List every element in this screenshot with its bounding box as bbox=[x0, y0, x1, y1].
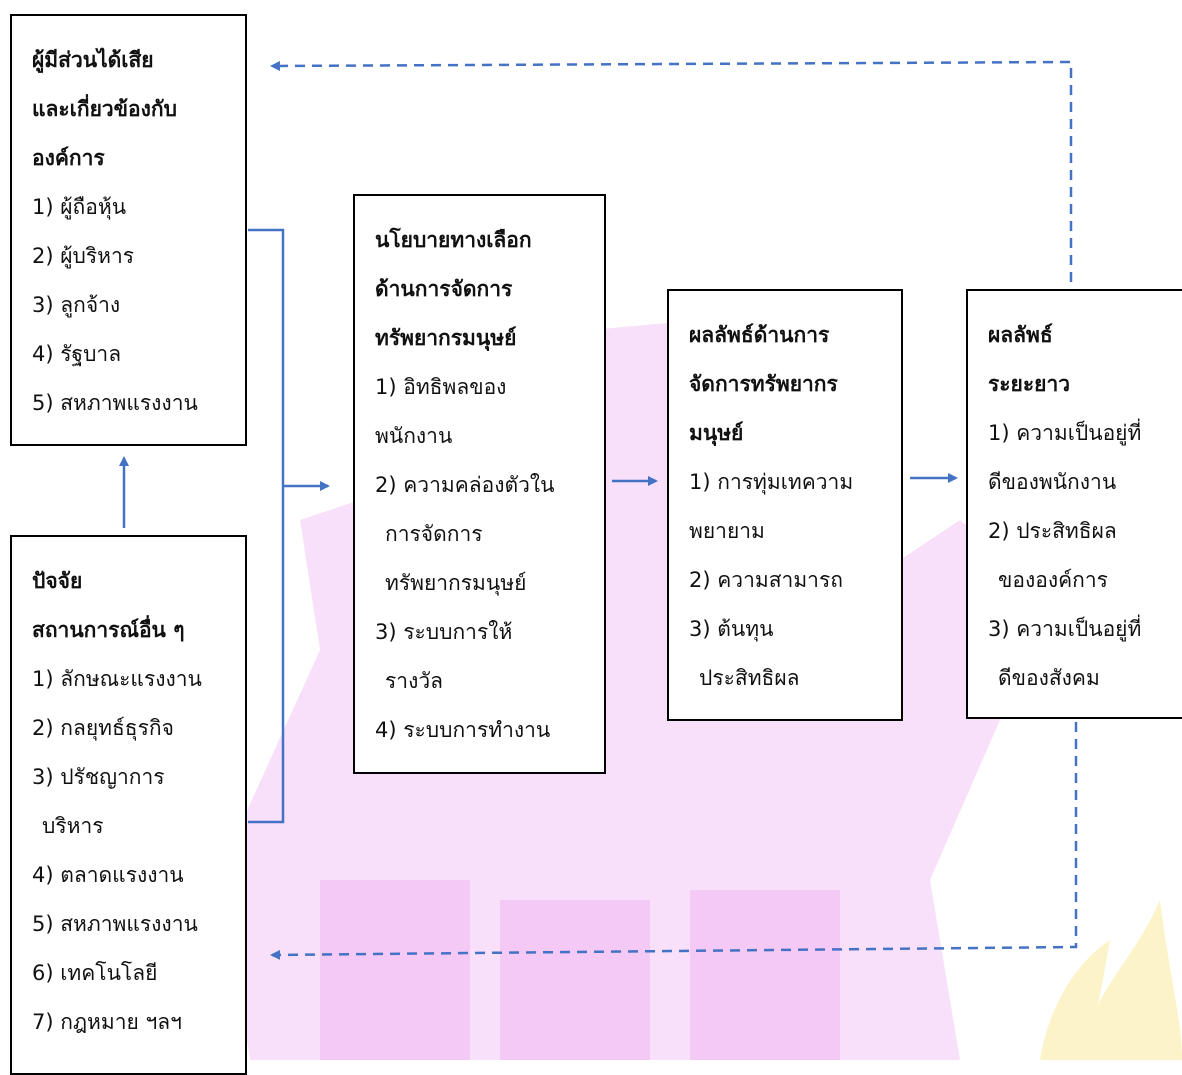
list-item: 3) ลูกจ้าง bbox=[32, 293, 121, 317]
list-item: 2) ความคล่องตัวใน bbox=[375, 473, 555, 497]
stakeholders-box: ผู้มีส่วนได้เสีย และเกี่ยวข้องกับ องค์กา… bbox=[10, 14, 247, 446]
list-item: 6) เทคโนโลยี bbox=[32, 961, 158, 985]
list-item: 5) สหภาพแรงงาน bbox=[32, 391, 198, 415]
list-item: 4) ระบบการทำงาน bbox=[375, 718, 551, 742]
list-item: 5) สหภาพแรงงาน bbox=[32, 912, 198, 936]
list-item: 2) กลยุทธ์ธุรกิจ bbox=[32, 716, 174, 740]
feedback-arrow-to-situational-factors bbox=[270, 722, 1078, 960]
list-item: ขององค์การ bbox=[998, 568, 1108, 592]
list-item: พนักงาน bbox=[375, 424, 453, 448]
hrm-policy-box: นโยบายทางเลือก ด้านการจัดการ ทรัพยากรมนุ… bbox=[353, 194, 606, 774]
situational-title-line: สถานการณ์อื่น ๆ bbox=[32, 618, 185, 642]
list-item: 1) การทุ่มเทความ bbox=[689, 470, 854, 494]
list-item: 2) ผู้บริหาร bbox=[32, 244, 135, 268]
list-item: 1) ลักษณะแรงงาน bbox=[32, 667, 202, 691]
list-item: 2) ประสิทธิผล bbox=[988, 519, 1117, 543]
stakeholders-title-line: ผู้มีส่วนได้เสีย bbox=[32, 48, 154, 72]
policy-title-line: ทรัพยากรมนุษย์ bbox=[375, 326, 517, 350]
policy-title-line: ด้านการจัดการ bbox=[375, 277, 513, 301]
outcomes-title-line: มนุษย์ bbox=[689, 421, 744, 445]
long-term-title-line: ระยะยาว bbox=[988, 372, 1071, 396]
list-item: พยายาม bbox=[689, 519, 765, 543]
left-bracket-connector bbox=[248, 228, 285, 824]
list-item: รางวัล bbox=[385, 669, 443, 693]
long-term-outcomes-box: ผลลัพธ์ ระยะยาว 1) ความเป็นอยู่ที่ ดีของ… bbox=[966, 289, 1182, 719]
list-item: 1) ความเป็นอยู่ที่ bbox=[988, 421, 1142, 445]
list-item: 1) ผู้ถือหุ้น bbox=[32, 195, 127, 219]
hrm-outcomes-box: ผลลัพธ์ด้านการ จัดการทรัพยากร มนุษย์ 1) … bbox=[667, 289, 903, 721]
stakeholders-title-line: องค์การ bbox=[32, 146, 105, 170]
list-item: 3) ปรัชญาการ bbox=[32, 765, 165, 789]
long-term-title-line: ผลลัพธ์ bbox=[988, 323, 1053, 347]
stakeholders-title-line: และเกี่ยวข้องกับ bbox=[32, 97, 177, 121]
list-item: 2) ความสามารถ bbox=[689, 568, 843, 592]
list-item: การจัดการ bbox=[385, 522, 483, 546]
list-item: ดีของพนักงาน bbox=[988, 470, 1117, 494]
list-item: 4) รัฐบาล bbox=[32, 342, 122, 366]
list-item: บริหาร bbox=[42, 814, 104, 838]
list-item: 3) ต้นทุน bbox=[689, 617, 774, 641]
list-item: 3) ระบบการให้ bbox=[375, 620, 513, 644]
outcomes-title-line: ผลลัพธ์ด้านการ bbox=[689, 323, 830, 347]
situational-title-line: ปัจจัย bbox=[32, 569, 83, 593]
list-item: ดีของสังคม bbox=[998, 666, 1100, 690]
list-item: 3) ความเป็นอยู่ที่ bbox=[988, 617, 1142, 641]
list-item: 4) ตลาดแรงงาน bbox=[32, 863, 184, 887]
list-item: ประสิทธิผล bbox=[699, 666, 800, 690]
list-item: 1) อิทธิพลของ bbox=[375, 375, 507, 399]
outcomes-title-line: จัดการทรัพยากร bbox=[689, 372, 838, 396]
list-item: 7) กฎหมาย ฯลฯ bbox=[32, 1010, 182, 1034]
policy-title-line: นโยบายทางเลือก bbox=[375, 228, 532, 252]
situational-factors-box: ปัจจัย สถานการณ์อื่น ๆ 1) ลักษณะแรงงาน 2… bbox=[10, 535, 247, 1075]
feedback-arrow-to-stakeholders bbox=[270, 60, 1073, 282]
list-item: ทรัพยากรมนุษย์ bbox=[385, 571, 527, 595]
